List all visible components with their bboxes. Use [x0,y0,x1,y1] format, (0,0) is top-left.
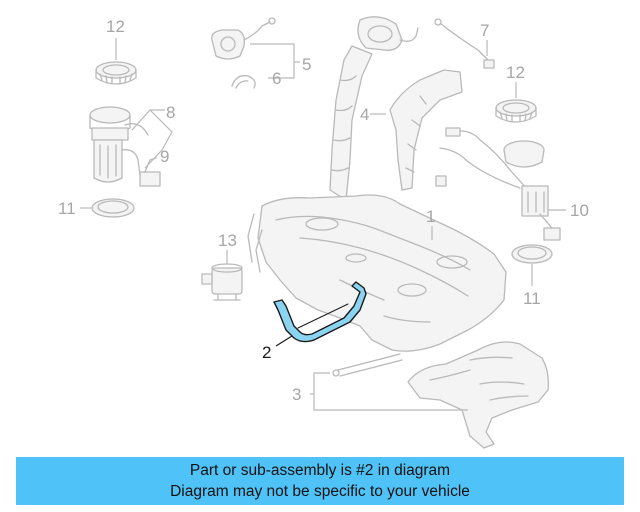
callout-7: 7 [480,21,489,40]
seal-ring-11-left [91,198,135,218]
fuel-pump-module-8 [89,106,149,183]
callout-11-left: 11 [58,199,76,218]
callout-6: 6 [272,69,281,88]
filler-neck [329,16,419,201]
info-banner: Part or sub-assembly is #2 in diagram Di… [16,457,624,505]
lock-ring-12-left [95,61,137,85]
fuel-filter-13 [201,263,243,301]
seal-ring-11-right [511,244,553,264]
callout-9: 9 [160,147,169,166]
callout-12-left: 12 [106,17,125,36]
callout-1: 1 [426,207,435,226]
banner-line-2: Diagram may not be specific to your vehi… [170,483,470,500]
callout-13: 13 [218,231,237,250]
callout-11-right: 11 [523,289,541,308]
callout-4: 4 [360,105,369,124]
fuel-pump-module-10 [435,127,561,241]
callout-3: 3 [292,385,301,404]
callout-10: 10 [570,201,589,220]
heat-shield-3 [332,341,550,449]
callout-2: 2 [262,343,271,362]
callout-5: 5 [302,55,311,74]
tank-strap-2[interactable] [273,281,367,343]
banner-line-1: Part or sub-assembly is #2 in diagram [189,462,451,479]
callout-8: 8 [166,103,175,122]
lock-ring-12-right [495,99,537,123]
fuel-tank-1 [247,194,507,352]
sensor-7 [434,18,495,69]
clip-ring-6 [231,75,256,89]
callout-12-right: 12 [506,63,525,82]
bracket-4 [389,69,463,191]
parts-diagram: 12 8 9 11 13 5 6 [58,16,589,449]
valve-5 [211,17,276,60]
